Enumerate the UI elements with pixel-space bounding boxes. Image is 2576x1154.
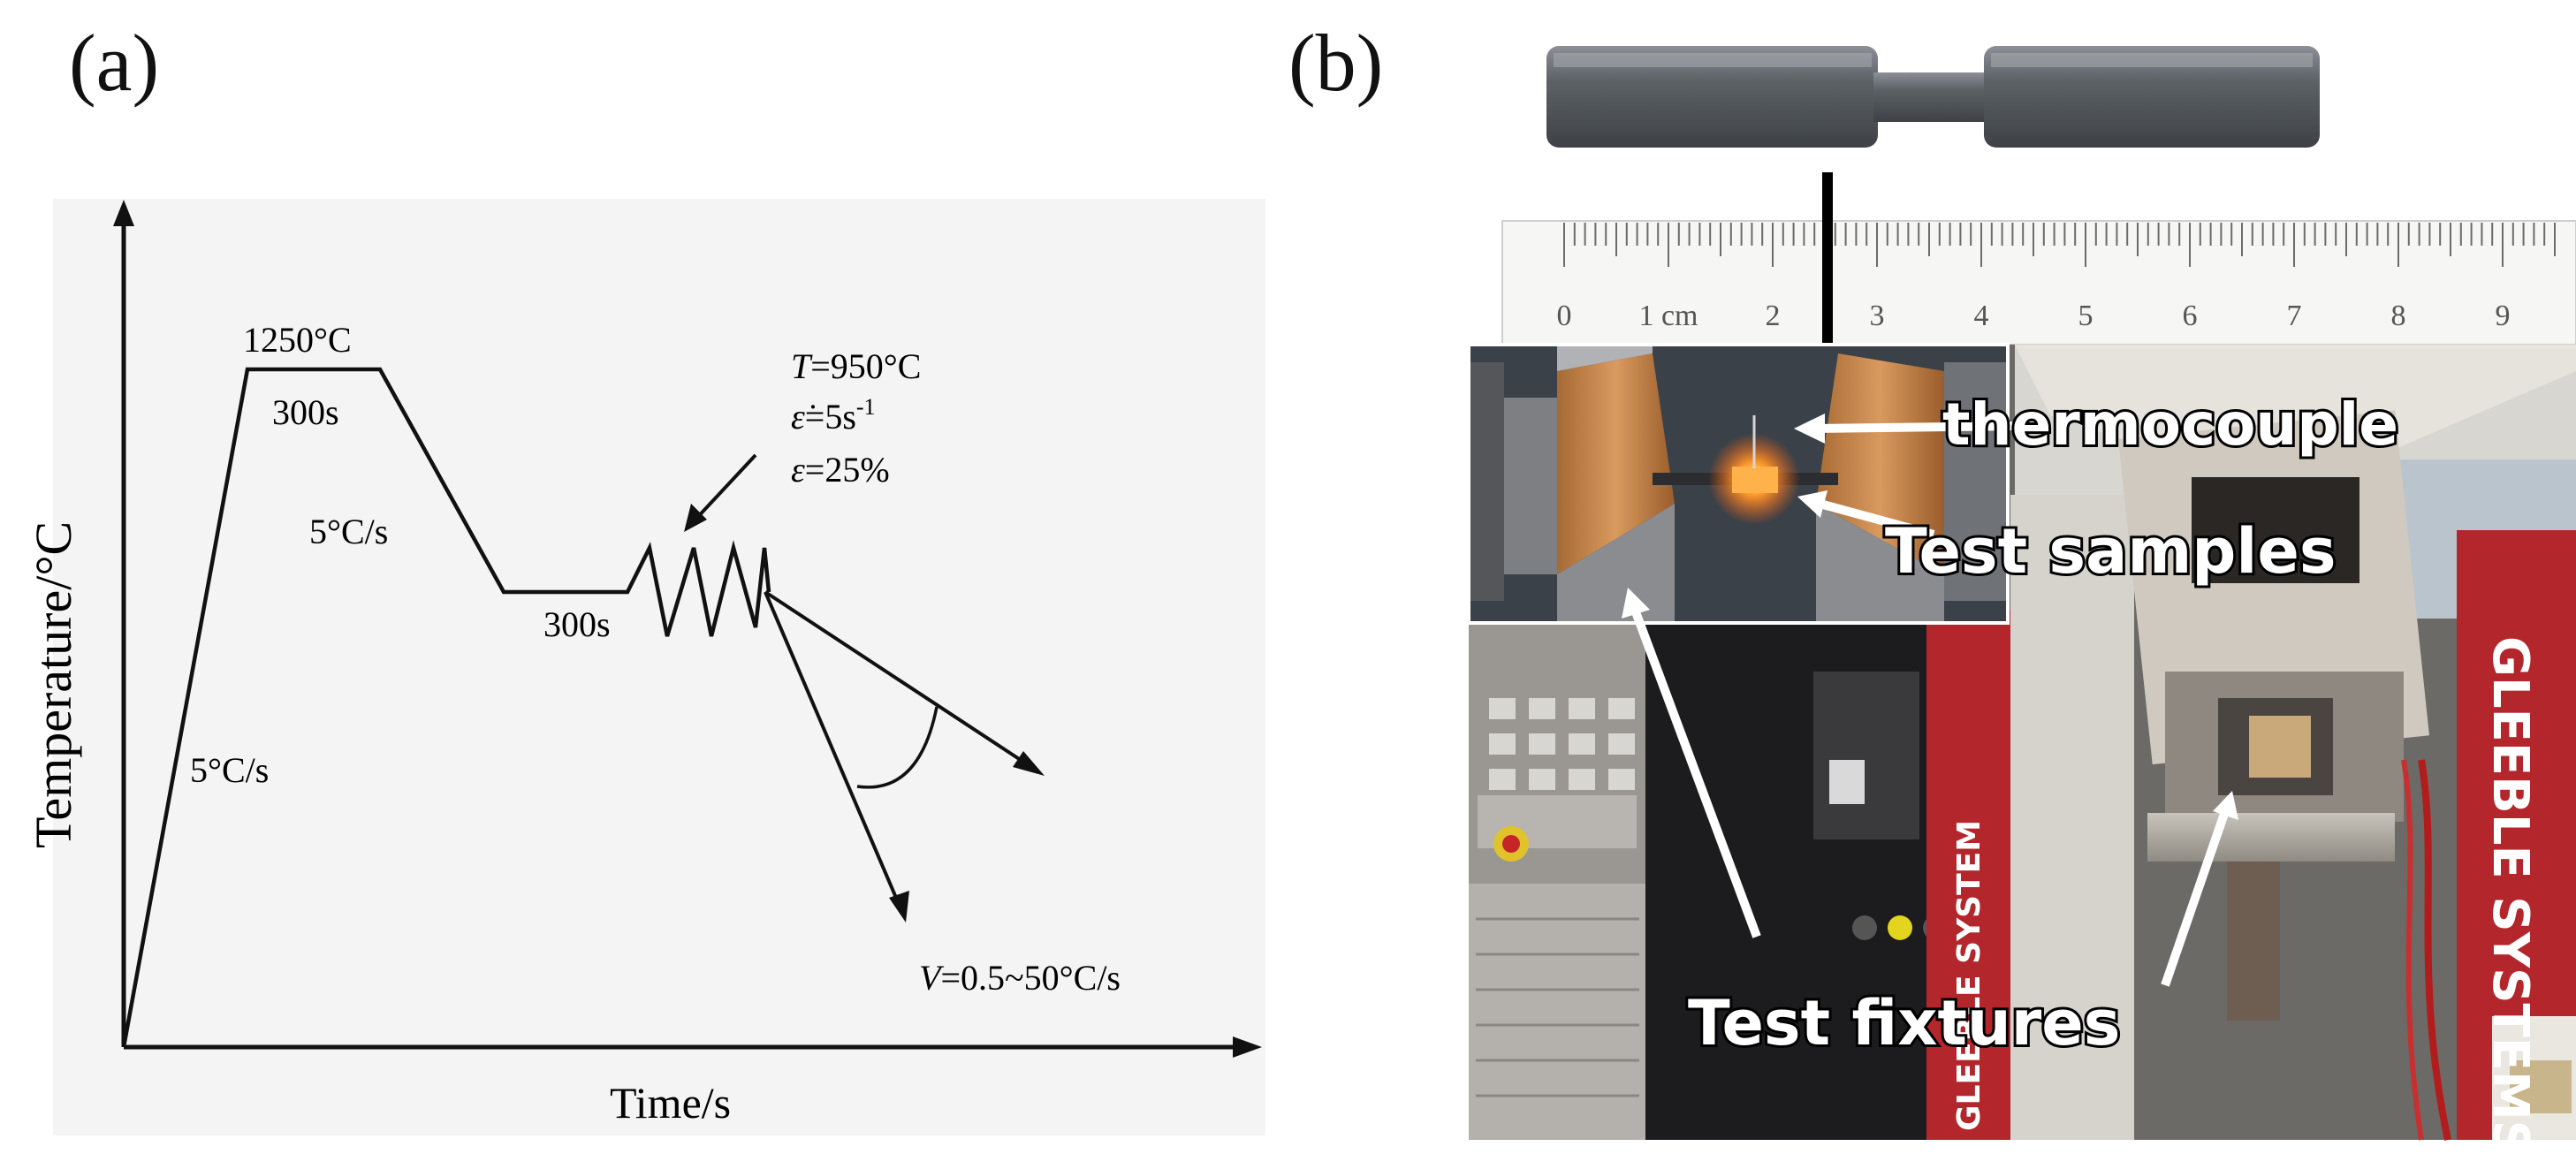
- diagram-background: [53, 199, 1265, 1135]
- deformation-pointer-head: [684, 504, 707, 532]
- ruler-tick-label: 4: [1974, 300, 1989, 332]
- brand-text-right: GLEEBLE SYSTEMS: [2481, 636, 2539, 1154]
- y-axis-label: Temperature/°C: [25, 521, 82, 848]
- chamber-inset: [1467, 343, 2010, 625]
- ruler: 0 1 cm 2 3 4 5 6 7 8 9: [1501, 220, 2576, 345]
- fixtures-callout-arrow-2: [2161, 809, 2230, 987]
- cooling-line-slow: [764, 590, 1036, 771]
- cooling-rate-1-label: 5°C/s: [309, 512, 388, 551]
- cooling-line-slow-arrow: [1013, 751, 1045, 776]
- strain-label: ε=25%: [791, 450, 890, 490]
- thermal-cycle-curve: [121, 367, 771, 1048]
- gleeble-red-column-left: [1926, 610, 2010, 1140]
- y-axis-arrow: [113, 200, 134, 226]
- samples-callout-arrow: [1812, 497, 1935, 539]
- test-samples-callout: Test samples: [1885, 515, 2337, 588]
- thermocouple-callout-arrow: [1812, 421, 2025, 433]
- brand-text-left: GLEEBLE SYSTEM: [1951, 820, 1987, 1131]
- ruler-tick-label: 2: [1766, 300, 1781, 332]
- cooling-range-arc: [856, 706, 938, 789]
- peak-temperature-label: 1250°C: [243, 320, 352, 360]
- deformation-pointer: [692, 453, 757, 523]
- ruler-tick-label: 6: [2183, 300, 2198, 332]
- ruler-tick-label: 0: [1557, 300, 1572, 332]
- test-specimen: [1546, 46, 2320, 148]
- ruler-tick-label: 8: [2391, 300, 2406, 332]
- x-axis-label: Time/s: [610, 1078, 731, 1127]
- hold-time-1-label: 300s: [272, 392, 339, 432]
- ruler-tick-label: 9: [2496, 300, 2511, 332]
- deformation-temperature-label: T=950°C: [791, 346, 921, 386]
- cooling-line-fast-arrow: [889, 891, 909, 922]
- panel-a-label: (a): [69, 18, 160, 108]
- callout-arrows: [1622, 414, 2238, 987]
- test-fixtures-callout: Test fixtures: [1688, 987, 2120, 1059]
- thermocouple-callout: thermocouple: [1942, 391, 2398, 459]
- ruler-tick-label: 5: [2078, 300, 2093, 332]
- gleeble-setup-photo: 0 1 cm 2 3 4 5 6 7 8 9: [1467, 46, 2576, 1154]
- cooling-line-fast: [764, 591, 903, 911]
- ruler-tick-label: 3: [1870, 300, 1885, 332]
- strain-rate-label: ε̇=5s-1: [791, 394, 876, 437]
- ruler-tick-label: 1 cm: [1638, 300, 1698, 332]
- panel-b-label: (b): [1288, 18, 1384, 108]
- ruler-tick-label: 7: [2287, 300, 2302, 332]
- cooling-rate-range-label: V=0.5~50°C/s: [919, 958, 1121, 998]
- thermal-schedule-diagram: 1250°C 300s 5°C/s 300s 5°C/s T=950°C ε̇=…: [25, 199, 1265, 1135]
- heating-rate-label: 5°C/s: [190, 750, 269, 790]
- fixtures-callout-arrow-1: [1630, 608, 1761, 938]
- hold-time-2-label: 300s: [543, 604, 611, 644]
- x-axis-arrow: [1233, 1036, 1262, 1058]
